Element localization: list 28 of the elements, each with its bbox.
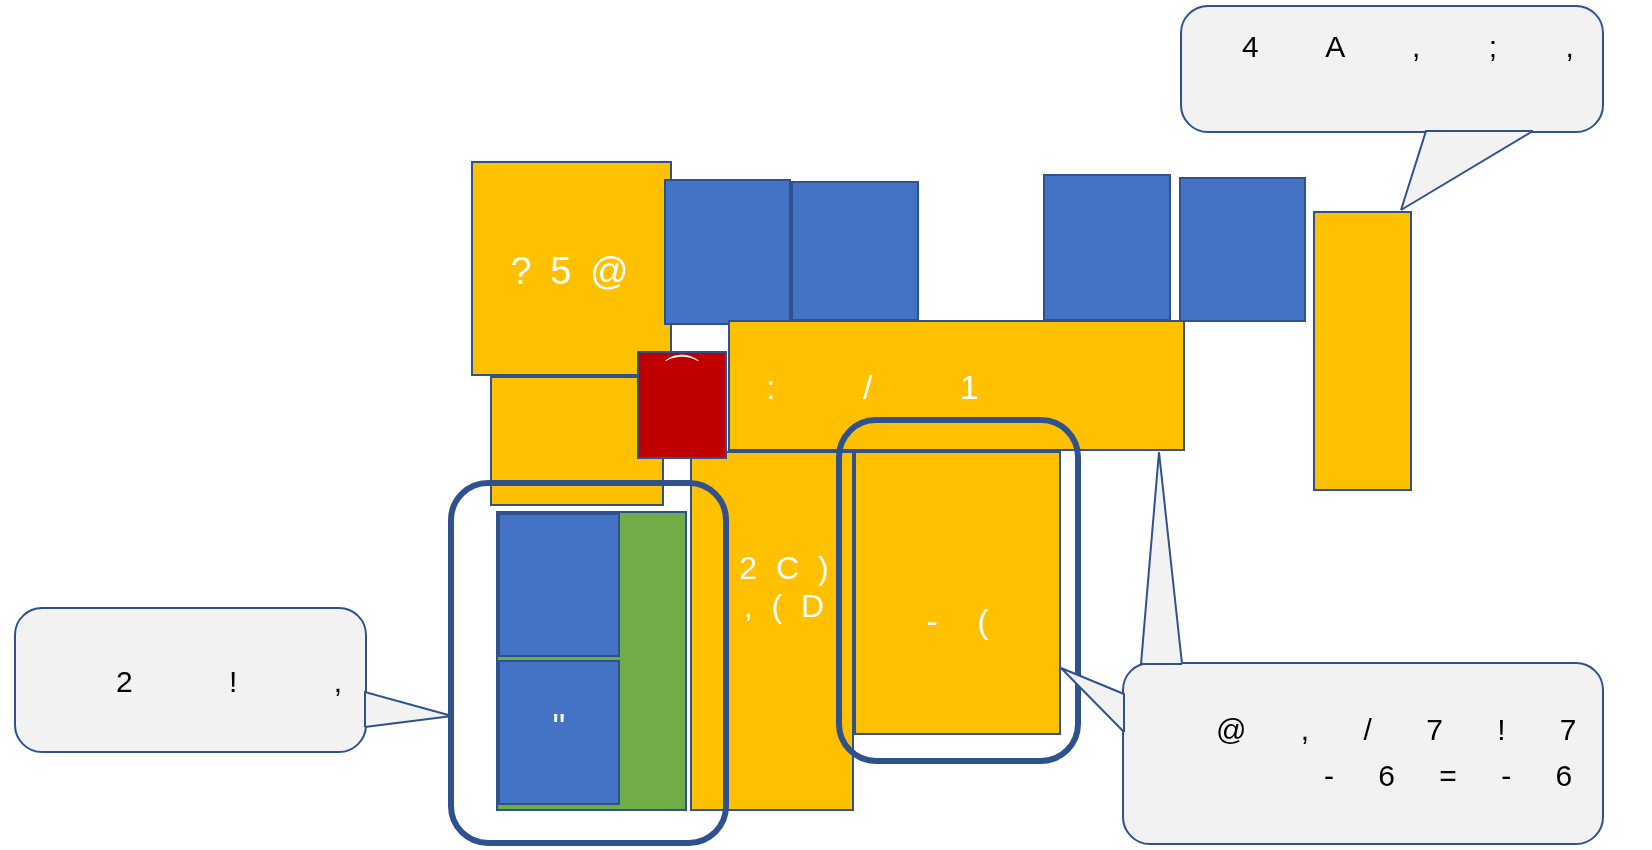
block-label: : / 1	[766, 367, 979, 408]
block-label: 2 C ) , ( D	[738, 549, 830, 626]
label-block	[637, 351, 727, 459]
callout-text: - 6 = - 6	[1324, 758, 1573, 794]
block	[1043, 174, 1171, 321]
block	[664, 179, 791, 325]
label-block	[854, 451, 1061, 735]
block-label: ? 5 @	[509, 249, 630, 294]
block	[1313, 211, 1412, 491]
block	[791, 181, 919, 321]
callout-pointer	[1139, 451, 1183, 665]
block-label: - (	[925, 601, 990, 642]
callout-pointer	[1400, 130, 1534, 211]
callout-text: 2 ! ,	[116, 664, 343, 700]
label-block	[690, 451, 854, 811]
label-block	[498, 660, 620, 805]
group-outline	[836, 417, 1081, 764]
callout-text: 4 A , ; ,	[1242, 29, 1574, 65]
speech-bubble	[14, 607, 367, 753]
block	[498, 513, 620, 657]
block-label: "	[551, 706, 567, 750]
callout-pointer	[1060, 667, 1125, 733]
label-block	[728, 320, 1185, 451]
speech-bubble	[1122, 662, 1604, 845]
block	[496, 511, 687, 811]
block-label: ⌒	[661, 350, 703, 397]
callout-text: @ , / 7 ! 7	[1216, 712, 1577, 748]
block	[1179, 177, 1306, 322]
